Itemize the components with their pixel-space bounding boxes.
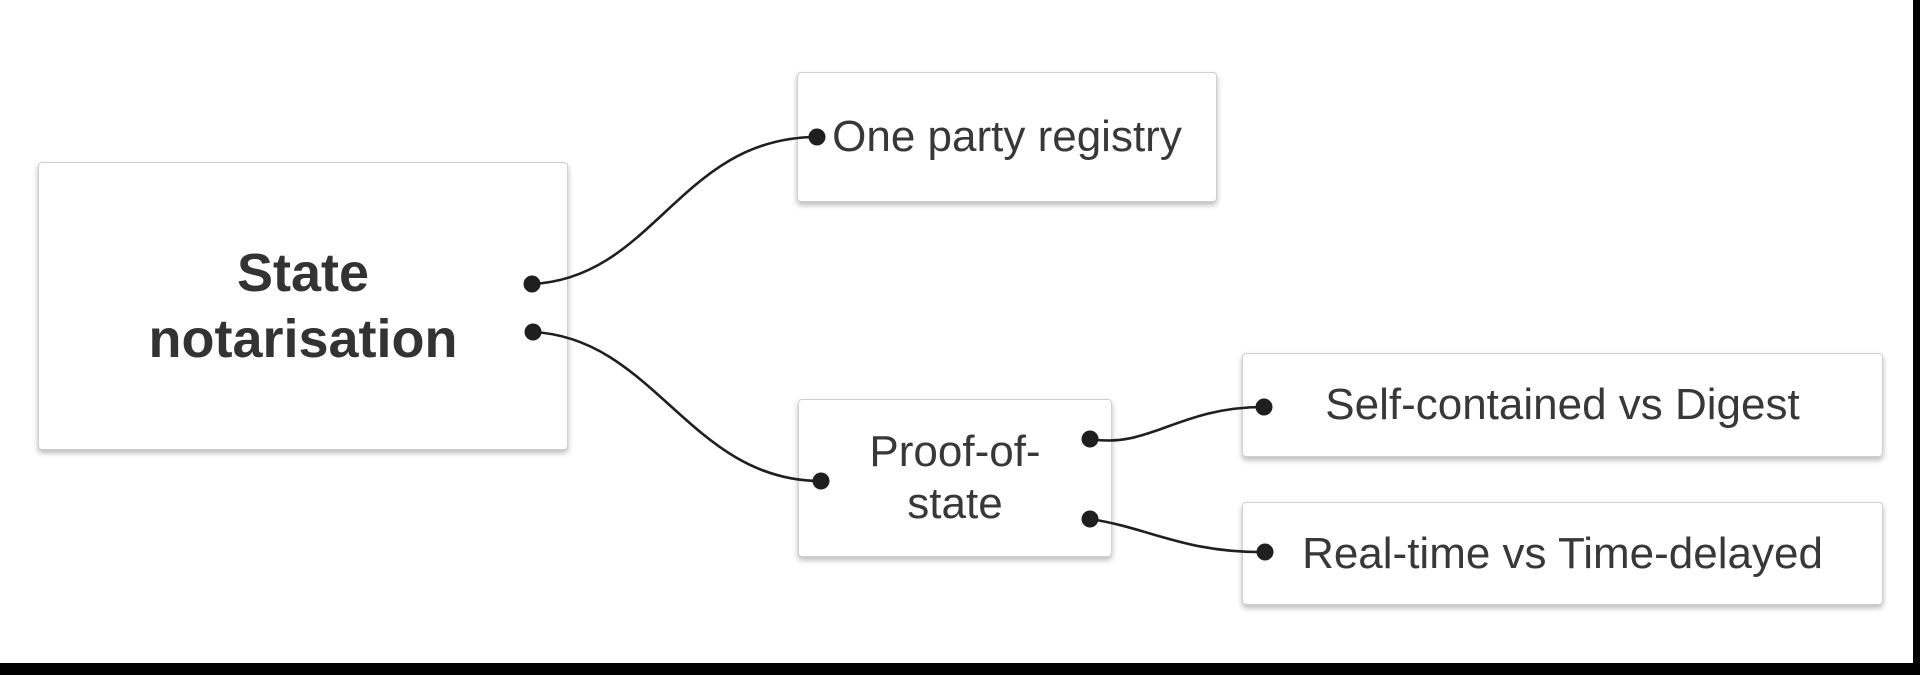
node-real-time-vs-time-delayed[interactable]: Real-time vs Time-delayed [1242,502,1883,605]
letterbox-bottom-bar [0,663,1920,675]
node-self-contained-vs-digest[interactable]: Self-contained vs Digest [1242,353,1883,457]
node-label-line: notarisation [148,309,458,369]
edge-proof-to-real [1089,517,1266,554]
edge-proof-to-self [1089,405,1265,442]
letterbox-right-bar [1913,0,1920,675]
node-label: Real-time vs Time-delayed [1302,528,1823,578]
node-label: Self-contained vs Digest [1325,380,1800,429]
node-label-line: Proof-of- [869,427,1041,476]
node-label-line: State [236,243,370,303]
edge-root-to-proof [532,330,822,483]
node-label-line: state [907,479,1003,528]
node-one-party-registry[interactable]: One party registry [797,72,1217,202]
node-proof-of-state[interactable]: Proof-of- state [798,399,1112,557]
edge-root-to-one-party [531,135,818,286]
node-label: One party registry [832,112,1182,161]
node-state-notarisation[interactable]: State notarisation [38,162,568,450]
